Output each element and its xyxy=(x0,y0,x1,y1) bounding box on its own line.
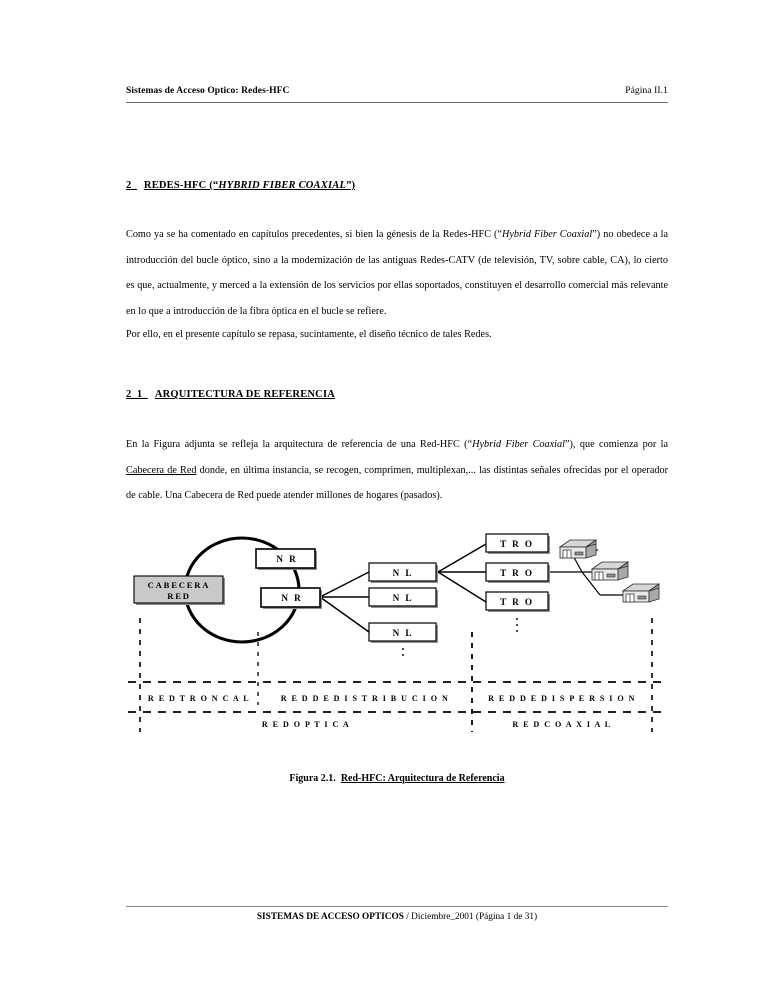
header-divider xyxy=(126,102,668,103)
tro-node-1: T R O xyxy=(485,533,550,554)
tro-node-3-label: T R O xyxy=(500,597,534,607)
heading-section-2: 2_ REDES-HFC (“HYBRID FIBER COAXIAL”) xyxy=(126,180,355,191)
heading-section-2-number: 2_ xyxy=(126,180,137,191)
headend-box xyxy=(133,575,224,604)
figure-hfc-architecture: CABECERA RED N R xyxy=(120,520,665,745)
heading-section-2-1: 2_1_ ARQUITECTURA DE REFERENCIA xyxy=(126,389,335,400)
nr-node-2-box xyxy=(260,587,321,608)
paragraph-architecture-part-a: En la Figura adjunta se refleja la arqui… xyxy=(126,439,473,450)
headend-label-line1: CABECERA xyxy=(148,580,211,590)
nl-node-3-box xyxy=(368,622,437,642)
zone-label-red-troncal: R E D T R O N C A L xyxy=(148,694,250,703)
headend-label-line2: RED xyxy=(167,591,191,601)
nl-node-3: N L xyxy=(368,622,438,643)
link-tap-house3-a xyxy=(581,571,601,596)
subscriber-house-icon-3 xyxy=(622,583,660,603)
nl-node-2: N L xyxy=(368,587,438,608)
link-nl1-tro1 xyxy=(437,543,487,573)
paragraph-intro: Como ya se ha comentado en capítulos pre… xyxy=(126,222,668,324)
figure-caption-text: Red-HFC: Arquitectura de Referencia xyxy=(340,773,505,784)
paragraph-chapter-scope: Por ello, en el presente capítulo se rep… xyxy=(126,329,492,340)
nl-node-2-box xyxy=(368,587,437,607)
paragraph-intro-part-b: ”) no obedece a la introducción del bucl… xyxy=(126,229,668,317)
paragraph-architecture-italic: Hybrid Fiber Coaxial xyxy=(472,439,565,450)
running-header: Sistemas de Acceso Optico: Redes-HFC Pág… xyxy=(126,86,668,96)
heading-section-2-1-number: 2_1_ xyxy=(126,389,148,400)
tro-node-3-box xyxy=(485,591,549,611)
nl-node-1: N L xyxy=(368,562,438,583)
tro-node-3: T R O xyxy=(485,591,550,612)
zone-label-red-optica: R E D O P T I C A xyxy=(262,720,350,729)
paragraph-intro-italic: Hybrid Fiber Coaxial xyxy=(502,229,593,240)
paragraph-architecture: En la Figura adjunta se refleja la arqui… xyxy=(126,432,668,509)
figure-caption-number: Figura 2.1. xyxy=(289,773,336,784)
nl-node-2-label: N L xyxy=(393,593,414,603)
subscriber-house-icon-2 xyxy=(591,561,629,581)
footer-divider xyxy=(126,906,668,907)
heading-section-2-title-pre: REDES-HFC (“ xyxy=(143,180,219,191)
paragraph-architecture-part-b: ”), que comienza por la xyxy=(565,439,669,450)
running-footer: SISTEMAS DE ACCESO OPTICOS / Diciembre_2… xyxy=(126,912,668,922)
footer-title: SISTEMAS DE ACCESO OPTICOS xyxy=(256,912,404,922)
nl-node-3-label: N L xyxy=(393,628,414,638)
heading-section-2-title-post: ”) xyxy=(346,180,356,191)
heading-section-2-1-title: ARQUITECTURA DE REFERENCIA xyxy=(154,389,336,400)
nl-node-1-label: N L xyxy=(393,568,414,578)
tro-node-1-box xyxy=(485,533,549,553)
headend-node: CABECERA RED xyxy=(133,575,225,605)
nr-node-2-label: N R xyxy=(281,593,302,603)
nr-node-1: N R xyxy=(255,548,317,570)
heading-section-2-title-italic: HYBRID FIBER COAXIAL xyxy=(218,180,347,191)
nr-node-1-label: N R xyxy=(276,554,297,564)
zone-label-red-coaxial: R E D C O A X I A L xyxy=(512,720,611,729)
zone-label-red-dispersion: R E D D E D I S P E R S I O N xyxy=(488,694,636,703)
link-nr2-nl3 xyxy=(319,596,370,633)
nr-node-1-box xyxy=(255,548,316,569)
tro-node-2-label: T R O xyxy=(500,568,534,578)
nr-node-2: N R xyxy=(260,587,322,609)
header-title: Sistemas de Acceso Optico: Redes-HFC xyxy=(126,86,290,96)
subscriber-house-icon-1 xyxy=(559,539,597,559)
footer-meta: / Diciembre_2001 (Página 1 de 31) xyxy=(403,912,538,922)
paragraph-architecture-underlined-term: Cabecera de Red xyxy=(126,464,197,476)
link-nl1-tro3 xyxy=(437,571,487,603)
link-nr2-nl1 xyxy=(319,571,370,598)
tro-node-1-label: T R O xyxy=(500,539,534,549)
zone-label-red-distribucion: R E D D E D I S T R I B U C I O N xyxy=(281,694,450,703)
nl-node-1-box xyxy=(368,562,437,582)
paragraph-architecture-part-c: donde, en última instancia, se recogen, … xyxy=(126,464,668,502)
hfc-architecture-svg: CABECERA RED N R xyxy=(128,533,665,732)
header-page-number: Página II.1 xyxy=(625,86,668,96)
figure-caption: Figura 2.1. Red-HFC: Arquitectura de Refe… xyxy=(126,773,668,784)
paragraph-intro-part-a: Como ya se ha comentado en capítulos pre… xyxy=(126,229,503,240)
tro-node-2: T R O xyxy=(485,562,550,583)
tro-node-2-box xyxy=(485,562,549,582)
